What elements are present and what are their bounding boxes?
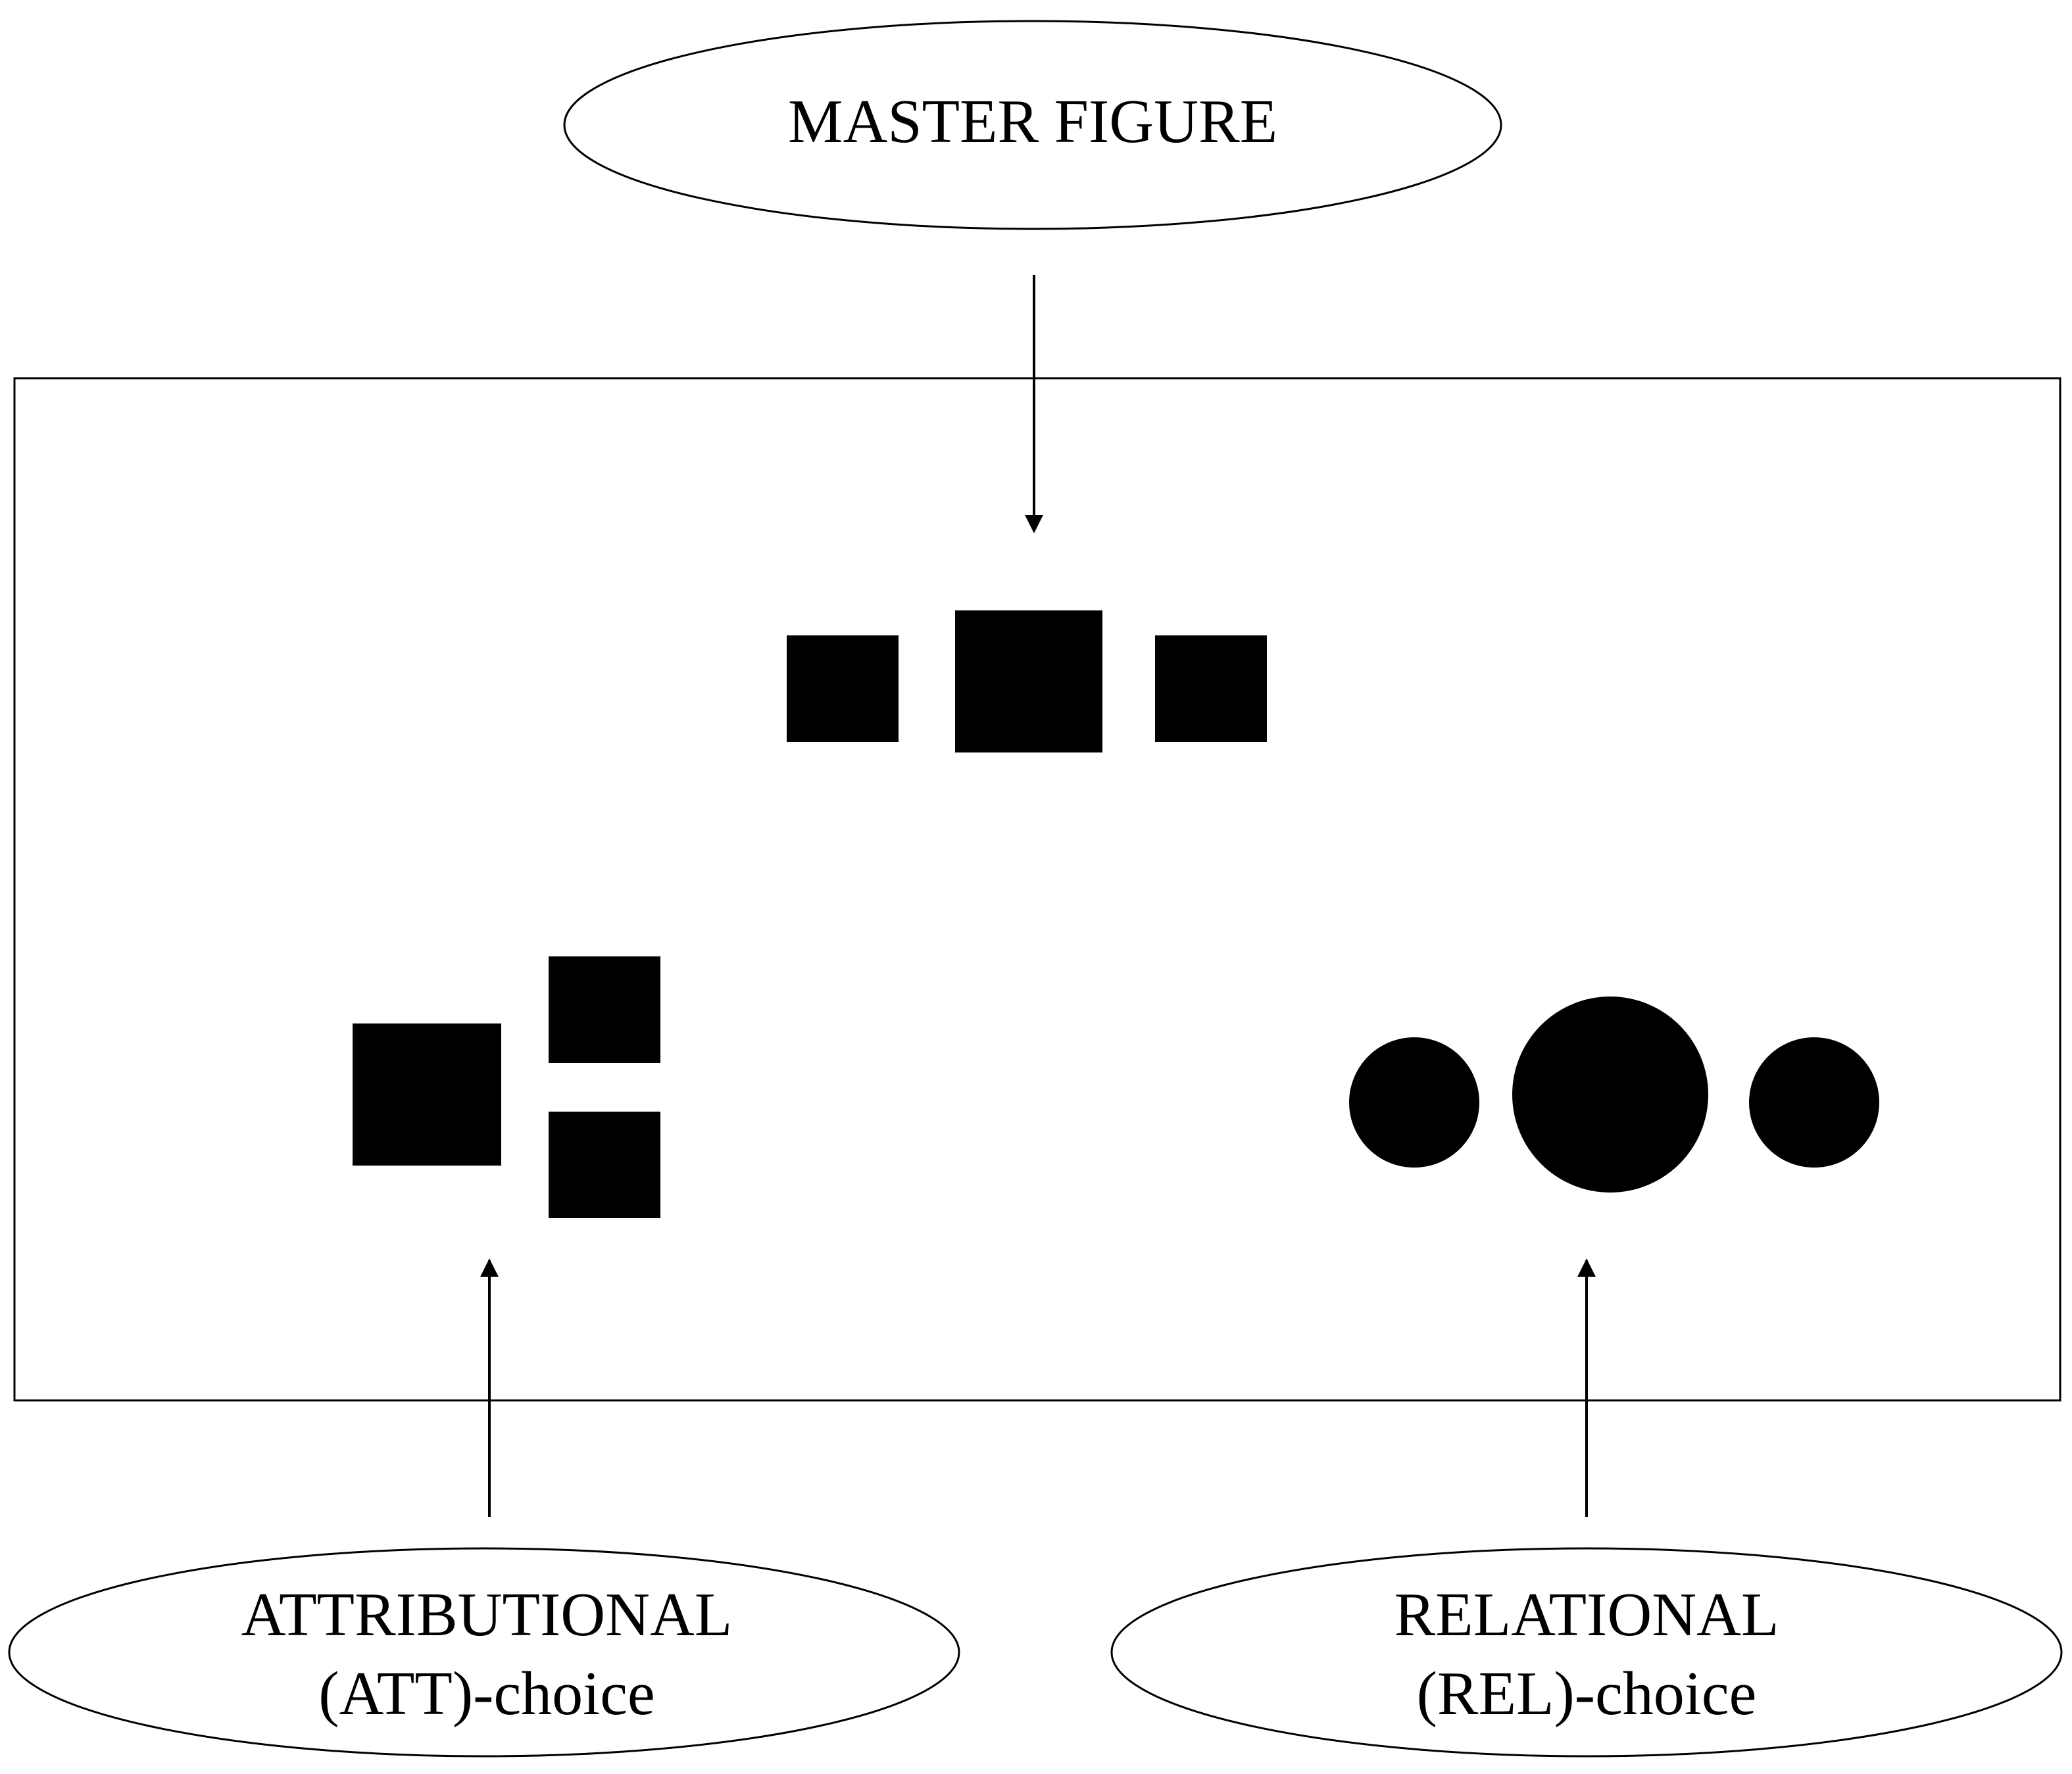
rel-circle-right <box>1749 1037 1879 1168</box>
master-figure-label: MASTER FIGURE <box>788 87 1277 156</box>
attributional-label-line2: (ATT)-choice <box>318 1660 655 1728</box>
master-figure-shapes <box>787 610 1267 752</box>
relational-label-node: RELATIONAL (REL)-choice <box>1110 1547 2063 1758</box>
attributional-label-line1: ATTRIBUTIONAL <box>241 1581 733 1649</box>
attributional-choice-shapes <box>353 956 660 1218</box>
master-square-center <box>955 610 1102 752</box>
relational-choice-shapes <box>1349 997 1879 1193</box>
master-figure-ellipse <box>563 20 1502 230</box>
att-square-bottom <box>549 1112 660 1218</box>
master-square-right <box>1155 635 1267 742</box>
att-square-large <box>353 1023 501 1166</box>
master-square-left <box>787 635 899 742</box>
att-square-top <box>549 956 660 1063</box>
rel-circle-center <box>1512 997 1708 1193</box>
attributional-label-node: ATTRIBUTIONAL (ATT)-choice <box>8 1547 960 1758</box>
relational-label-line2: (REL)-choice <box>1417 1660 1757 1728</box>
stimulus-frame <box>13 377 2061 1402</box>
rel-circle-left <box>1349 1037 1479 1168</box>
relational-label-line1: RELATIONAL <box>1394 1581 1779 1649</box>
attributional-ellipse <box>8 1547 960 1758</box>
master-figure-label-node: MASTER FIGURE <box>563 20 1502 230</box>
relational-ellipse <box>1110 1547 2063 1758</box>
